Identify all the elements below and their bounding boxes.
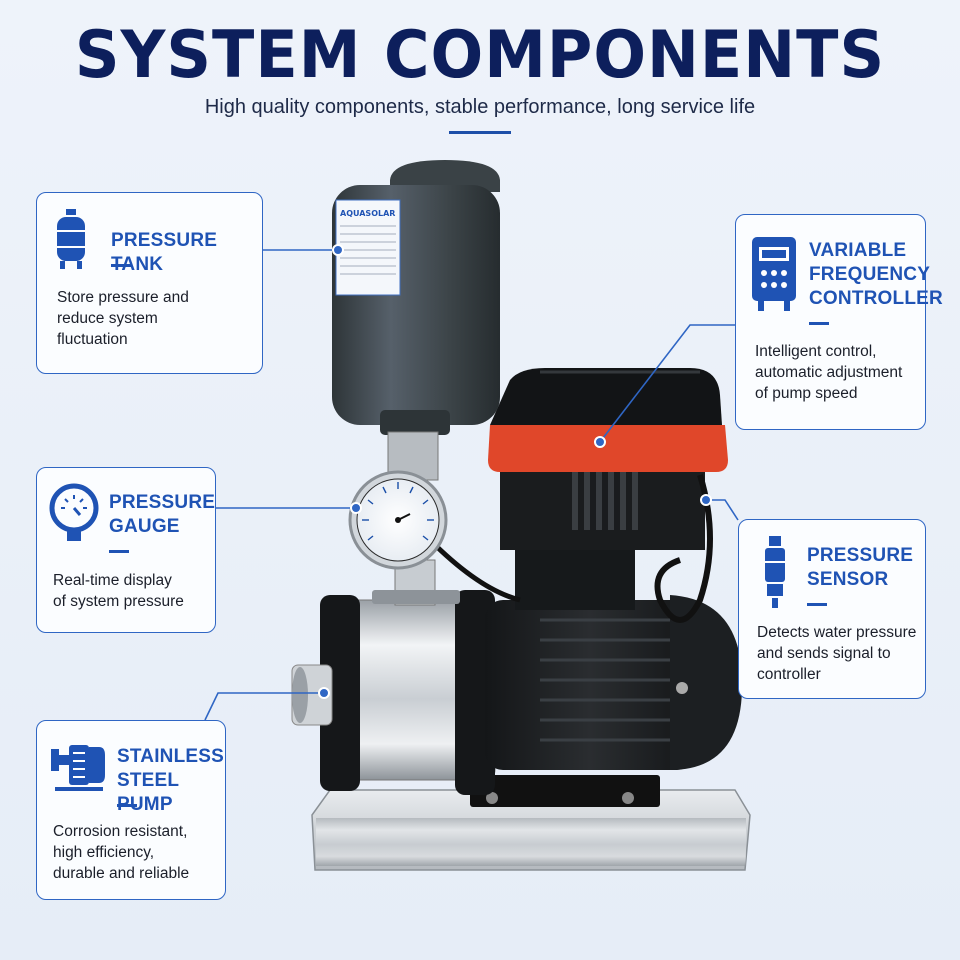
heading-dash: [117, 804, 137, 807]
pressure-gauge-description: Real-time display of system pressure: [53, 572, 184, 610]
pressure-gauge-heading: PRESSURE GAUGE: [109, 492, 216, 537]
heading-dash: [807, 603, 827, 606]
pressure-tank-icon: [54, 209, 88, 275]
page-subtitle: High quality components, stable performa…: [204, 96, 756, 118]
pressure-sensor-icon: [763, 536, 787, 614]
pump-icon: [51, 743, 107, 797]
subtitle-underline: [449, 131, 511, 134]
vfd-controller-card: VARIABLE FREQUENCY CONTROLLER Intelligen…: [735, 214, 943, 430]
page-title: SYSTEM COMPONENTS: [74, 16, 886, 93]
pressure-gauge-card: PRESSURE GAUGE Real-time display of syst…: [36, 467, 216, 633]
pressure-gauge-icon: [49, 483, 99, 547]
stainless-pump-description: Corrosion resistant, high efficiency, du…: [53, 823, 190, 882]
pressure-sensor-heading: PRESSURE SENSOR: [807, 545, 914, 590]
vfd-controller-description: Intelligent control, automatic adjustmen…: [755, 343, 903, 402]
stainless-pump-heading: STAINLESS STEEL PUMP: [117, 746, 225, 815]
pressure-tank-heading: PRESSURE TANK: [111, 230, 218, 275]
pressure-sensor-card: PRESSURE SENSOR Detects water pressure a…: [738, 519, 926, 699]
heading-dash: [109, 550, 129, 553]
heading-dash: [809, 322, 829, 325]
pressure-sensor-description: Detects water pressure and sends signal …: [757, 624, 917, 683]
heading-dash: [111, 264, 131, 267]
vfd-controller-heading: VARIABLE FREQUENCY CONTROLLER: [809, 240, 943, 309]
pressure-tank-card: PRESSURE TANK Store pressure and reduce …: [36, 192, 263, 374]
controller-icon: [750, 235, 798, 319]
stainless-pump-card: STAINLESS STEEL PUMP Corrosion resistant…: [36, 720, 226, 900]
tank-label-brand: AQUASOLAR: [340, 209, 395, 218]
pressure-tank-description: Store pressure and reduce system fluctua…: [57, 289, 189, 348]
